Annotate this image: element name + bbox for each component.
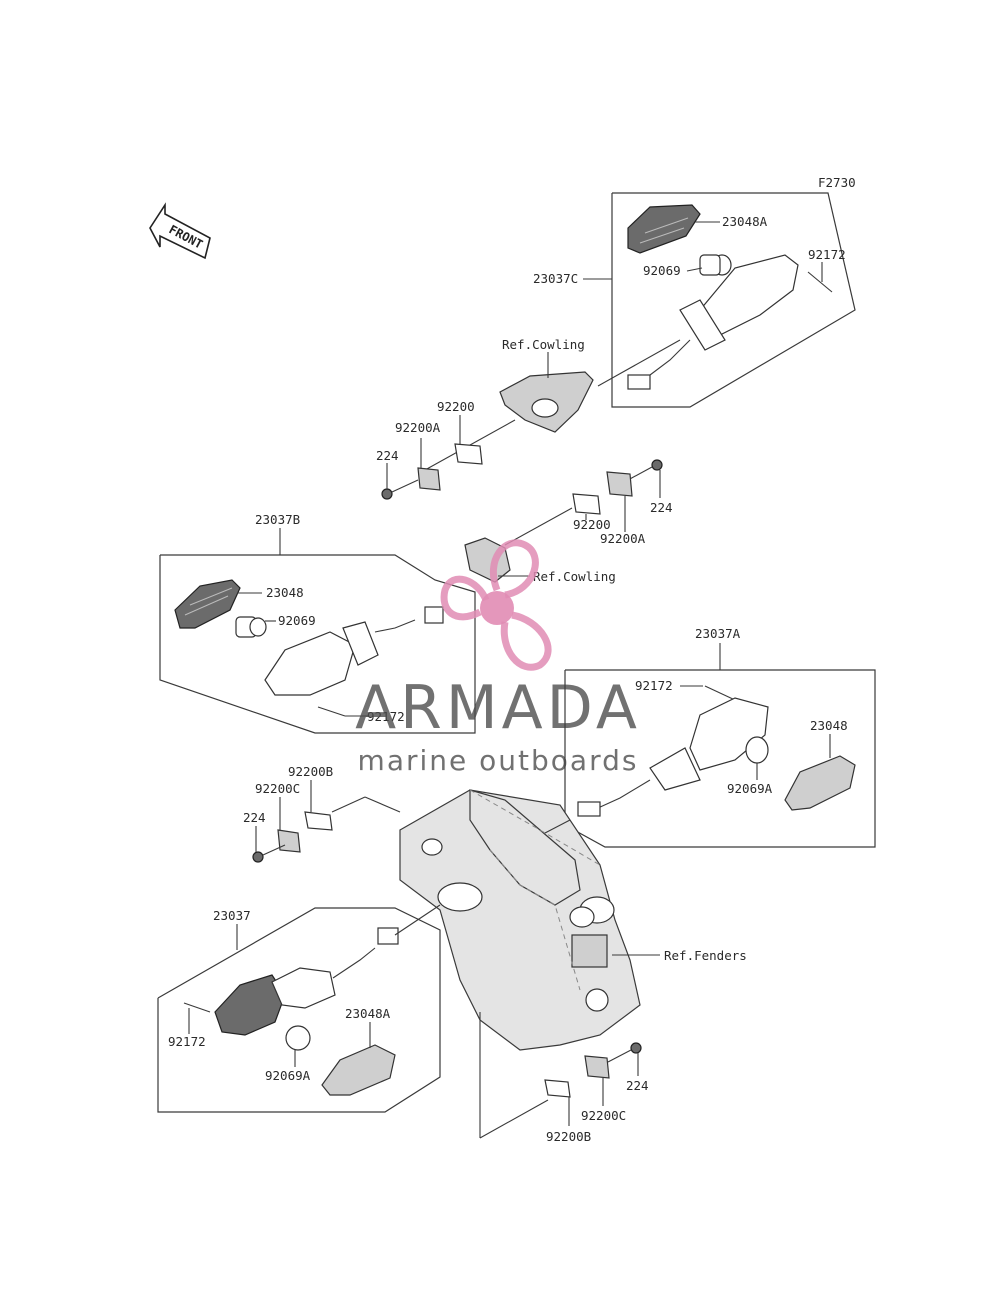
label-23037b: 23037B (255, 512, 300, 527)
gasket-92200b-left (304, 811, 333, 831)
box-23037a (564, 669, 876, 848)
label-224-left-bottom: 224 (243, 810, 266, 825)
bracket-92200c-left (277, 829, 301, 853)
turn-signal-23037b (264, 606, 444, 696)
screw-92172-right (704, 685, 736, 701)
label-23037: 23037 (213, 908, 251, 923)
label-92200a-right: 92200A (600, 531, 646, 546)
label-92200c-right: 92200C (581, 1108, 626, 1123)
bulb-92069-left (235, 616, 267, 638)
armada-logo-icon (440, 539, 552, 671)
label-23048a-bottom: 23048A (345, 1006, 391, 1021)
bulb-92069-top (699, 254, 732, 276)
box-23037c (611, 192, 856, 408)
label-92200c-left: 92200C (255, 781, 300, 796)
label-23048-left: 23048 (266, 585, 304, 600)
label-ref-cowling-mid: Ref.Cowling (533, 569, 616, 584)
label-92200-top: 92200 (437, 399, 475, 414)
bulb-92069a-right (745, 736, 769, 764)
bulb-92069a-bottom (285, 1025, 311, 1051)
bracket-92200a-right (606, 471, 633, 497)
label-224-right-bottom: 224 (626, 1078, 649, 1093)
watermark-tagline: marine outboards (358, 744, 639, 777)
gasket-92200-mid (572, 493, 601, 515)
label-92069a-right: 92069A (727, 781, 773, 796)
label-92069-left: 92069 (278, 613, 316, 628)
lens-23048a-bottom (321, 1044, 396, 1096)
label-92172-right: 92172 (635, 678, 673, 693)
label-23037c: 23037C (533, 271, 578, 286)
bracket-92200c-right (584, 1055, 610, 1079)
watermark-brand: ARMADA (355, 673, 641, 743)
label-23037a: 23037A (695, 626, 741, 641)
label-23048-right: 23048 (810, 718, 848, 733)
label-23048a-top: 23048A (722, 214, 768, 229)
label-92200-mid: 92200 (573, 517, 611, 532)
figure-code: F2730 (818, 175, 856, 190)
screw-92172-bottom (183, 1002, 211, 1013)
label-92200a-left: 92200A (395, 420, 441, 435)
bolt-224-right-bottom (607, 1042, 642, 1063)
label-92172-left: 92172 (367, 709, 405, 724)
label-ref-cowling-top: Ref.Cowling (502, 337, 585, 352)
label-92172-bottom: 92172 (168, 1034, 206, 1049)
gasket-92200-top (454, 443, 483, 465)
lens-23048a-top (627, 204, 701, 254)
label-92172-top: 92172 (808, 247, 846, 262)
label-92069-top: 92069 (643, 263, 681, 278)
gasket-92200b-right (544, 1079, 571, 1098)
label-224-right-top: 224 (650, 500, 673, 515)
turn-signal-23037a (577, 697, 769, 817)
box-23037b (159, 554, 476, 734)
cowling-bracket-top (499, 371, 594, 433)
bracket-92200a-left (417, 467, 441, 491)
label-92200b-left: 92200B (288, 764, 333, 779)
turn-signal-23037c (627, 254, 799, 390)
box-23037 (157, 907, 441, 1113)
bolt-224-right-top (627, 459, 663, 481)
rear-fender (399, 789, 641, 1051)
label-92200b-right: 92200B (546, 1129, 591, 1144)
label-224-left-top: 224 (376, 448, 399, 463)
front-arrow-icon: FRONT (149, 202, 211, 260)
turn-signal-23037 (214, 927, 399, 1036)
lens-23048-left (174, 579, 241, 629)
lens-23048-right (784, 755, 856, 811)
label-ref-fenders: Ref.Fenders (664, 948, 747, 963)
label-92069a-bottom: 92069A (265, 1068, 311, 1083)
bolt-224-left-bottom (252, 844, 286, 863)
